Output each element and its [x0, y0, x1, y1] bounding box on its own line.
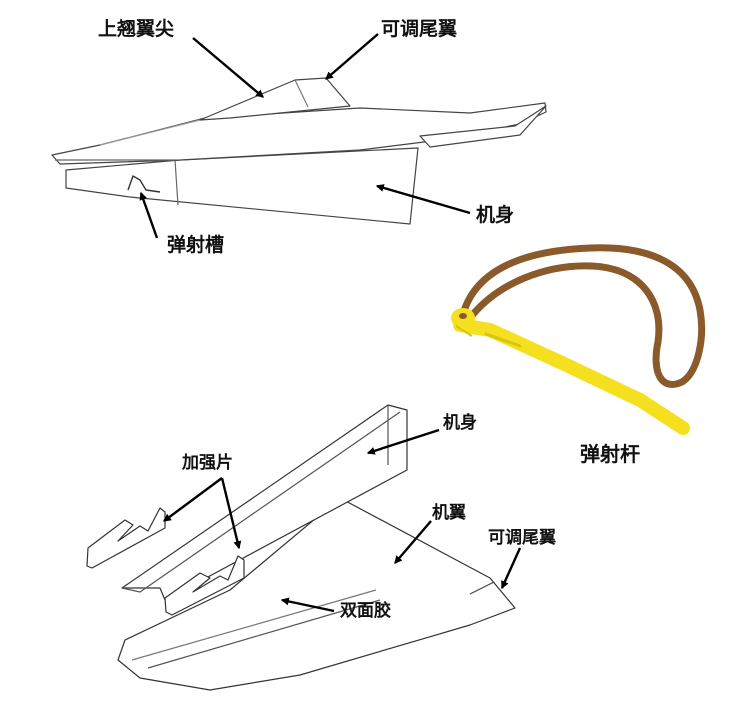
arrow-reinforcement-2	[220, 477, 242, 550]
label-adjustable-tail-top: 可调尾翼	[381, 18, 458, 40]
arrow-reinforcement-1	[163, 477, 223, 522]
assembled-plane	[51, 77, 547, 225]
arrow-wingtip	[192, 37, 264, 98]
label-reinforcement: 加强片	[182, 453, 233, 473]
arrow-body	[375, 184, 471, 215]
label-upturned-wingtip: 上翘翼尖	[98, 18, 175, 40]
reinforcement-piece-1	[86, 507, 166, 569]
label-double-sided-tape: 双面胶	[340, 601, 391, 621]
arrow-exploded-body	[366, 428, 440, 455]
rubber-band	[458, 244, 706, 388]
arrow-tail	[325, 33, 379, 80]
label-slingshot-stick: 弹射杆	[580, 442, 640, 466]
label-body-top: 机身	[476, 204, 515, 226]
reinforcement-piece-2	[164, 555, 245, 616]
launch-slot-notch	[127, 175, 161, 193]
upturned-wingtip	[199, 77, 351, 121]
arrow-tape	[280, 597, 335, 613]
arrow-exploded-tail	[500, 547, 522, 590]
exploded-wing	[117, 497, 516, 691]
label-launch-slot: 弹射槽	[167, 234, 225, 256]
arrow-exploded-wing	[394, 520, 432, 564]
label-wing-exploded: 机翼	[432, 503, 466, 523]
label-body-exploded: 机身	[443, 413, 477, 433]
label-adjustable-tail-exploded: 可调尾翼	[488, 528, 556, 548]
slingshot-stick	[451, 244, 706, 435]
exploded-kit	[86, 404, 516, 691]
trailing-edge	[419, 105, 547, 148]
arrow-launch-slot	[139, 191, 159, 239]
yellow-stick	[453, 318, 690, 435]
